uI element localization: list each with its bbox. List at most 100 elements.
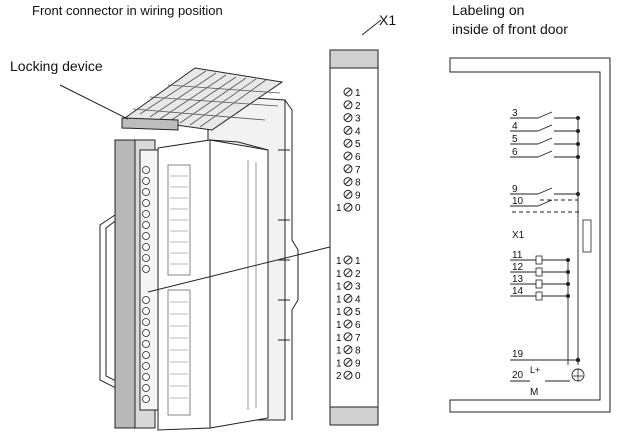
terminal-upper-3: 4: [343, 125, 361, 137]
door-title-line1: Labeling on: [452, 2, 525, 18]
module-illustration: [59, 67, 351, 431]
terminal-number: 1: [355, 256, 361, 267]
screw-slot: [344, 203, 352, 211]
door-num-20: 20: [512, 370, 524, 381]
terminal-upper-6: 7: [343, 164, 361, 176]
screw-slot: [344, 114, 352, 121]
door-switch-4: 4: [510, 121, 580, 133]
door-title-line2: inside of front door: [452, 21, 568, 37]
terminal-number: 6: [355, 320, 361, 331]
screw-slot: [344, 178, 352, 185]
terminal-number: 1: [355, 88, 361, 99]
switch-contact-icon: [537, 199, 553, 207]
screw-slot: [344, 282, 352, 289]
screw-slot: [344, 256, 352, 264]
screw-slot: [344, 295, 352, 302]
output-number: 14: [512, 286, 524, 297]
door-m: M: [530, 387, 538, 398]
switch-contact-icon: [537, 187, 553, 195]
screw-slot: [344, 165, 352, 173]
load-icon: [535, 255, 543, 265]
terminal-prefix: 1: [336, 358, 342, 369]
door-output-11: 11: [510, 250, 570, 265]
output-number: 11: [512, 250, 523, 261]
terminal-number: 3: [355, 114, 361, 125]
terminal-prefix: 1: [336, 346, 342, 357]
terminal-prefix: 1: [336, 282, 342, 293]
terminal-number: 8: [355, 178, 361, 189]
door-switch-rows: 3 4 5 6 910: [510, 108, 580, 207]
output-number: 12: [512, 262, 524, 273]
switch-number: 4: [512, 121, 518, 132]
terminal-prefix: 1: [336, 320, 342, 331]
door-switch-10: 10: [510, 196, 553, 207]
door-output-12: 12: [510, 262, 570, 277]
door-switch-6: 6: [510, 147, 580, 159]
terminal-prefix: 1: [336, 256, 342, 267]
door-num-19: 19: [512, 349, 524, 360]
terminal-prefix: 1: [336, 307, 342, 318]
load-icon: [535, 267, 543, 277]
terminal-number: 9: [355, 190, 361, 201]
door-switch-9: 9: [510, 184, 580, 196]
terminal-number: 6: [355, 152, 361, 163]
switch-contact-icon: [537, 150, 553, 158]
terminal-number: 0: [355, 371, 361, 382]
screw-slot: [344, 101, 352, 109]
switch-number: 5: [512, 134, 518, 145]
terminal-number: 5: [355, 307, 361, 318]
terminal-upper-8: 9: [343, 189, 361, 201]
door-x1-label: X1: [512, 230, 525, 241]
terminal-number: 4: [355, 126, 361, 137]
terminal-number: 8: [355, 346, 361, 357]
terminal-upper-4: 5: [343, 138, 361, 150]
door-switch-5: 5: [510, 134, 580, 146]
terminal-prefix: 2: [336, 371, 342, 382]
terminal-number: 0: [355, 203, 361, 214]
load-icon: [535, 291, 543, 301]
screw-slot: [344, 333, 352, 341]
switch-number: 3: [512, 108, 518, 119]
screw-slot: [344, 191, 352, 198]
junction-dot: [576, 116, 580, 120]
switch-contact-icon: [537, 111, 553, 119]
screw-slot: [344, 371, 352, 379]
switch-number: 9: [512, 184, 518, 195]
terminal-prefix: 1: [336, 294, 342, 305]
terminal-prefix: 1: [336, 203, 342, 214]
screw-slot: [344, 88, 352, 96]
screw-slot: [344, 139, 352, 147]
terminal-number: 7: [355, 165, 361, 176]
screw-slot: [344, 127, 352, 134]
terminal-upper-1: 2: [343, 100, 361, 112]
switch-number: 10: [512, 196, 524, 207]
connector-title: Front connector in wiring position: [32, 3, 223, 18]
terminal-prefix: 1: [336, 333, 342, 344]
terminal-upper-5: 6: [343, 151, 361, 163]
terminal-upper-0: 1: [343, 87, 361, 99]
door-l-plus: L+: [530, 365, 540, 375]
terminal-number: 9: [355, 358, 361, 369]
output-number: 13: [512, 274, 524, 285]
screw-slot: [344, 307, 352, 315]
terminal-number: 5: [355, 139, 361, 150]
terminal-number: 2: [355, 101, 361, 112]
screw-slot: [344, 269, 352, 277]
screw-slot: [344, 346, 352, 353]
door-switch-3: 3: [510, 108, 580, 120]
locking-device-label: Locking device: [10, 58, 103, 74]
